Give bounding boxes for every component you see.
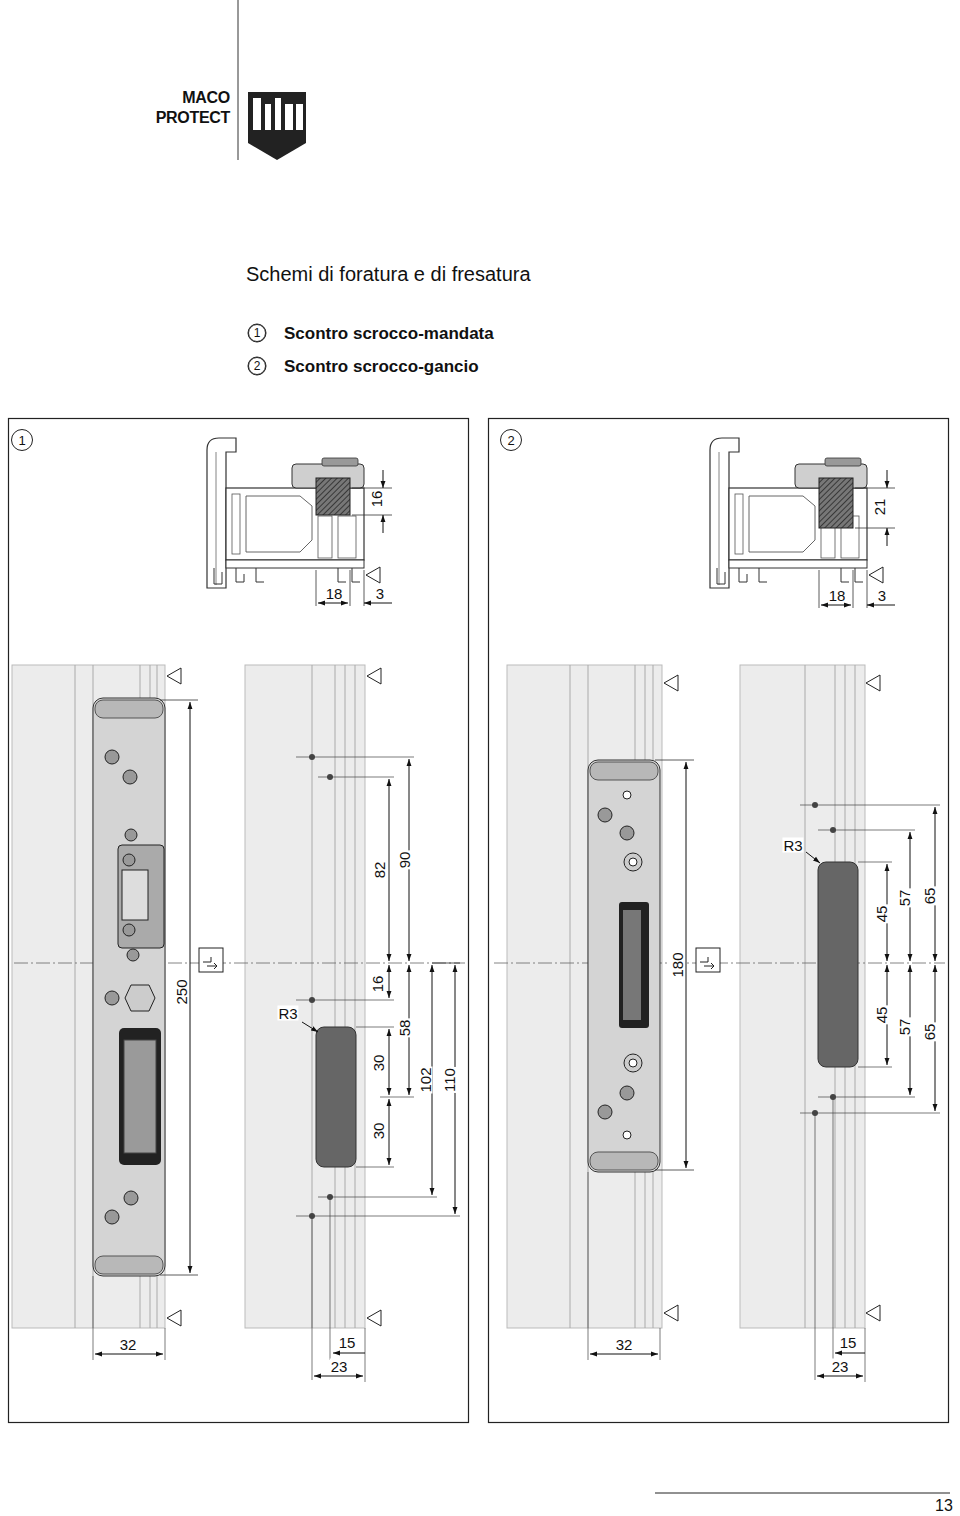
dimension-label: 32	[615, 1337, 634, 1352]
dimension-label: 16	[370, 975, 385, 994]
dimension-label: 32	[119, 1337, 138, 1352]
dimension-label: 65	[922, 887, 937, 906]
dimension-label: 13	[934, 1498, 954, 1514]
dimension-label: 110	[442, 1067, 457, 1093]
dimension-label: 18	[325, 586, 344, 601]
callout-number: 2	[507, 434, 514, 447]
dimension-label: 23	[330, 1359, 349, 1374]
dimension-label: 15	[338, 1335, 357, 1350]
dimension-label: R3	[782, 838, 803, 853]
dimension-label: 21	[872, 498, 887, 517]
dimension-label: 57	[897, 889, 912, 908]
legend-text: Scontro scrocco-mandata	[283, 325, 495, 342]
callout-circle: 2	[500, 429, 522, 451]
dimension-label: 30	[371, 1122, 386, 1141]
brand-name: MACO PROTECT	[147, 88, 231, 128]
dimension-label: 250	[174, 978, 189, 1005]
page-title: Schemi di foratura e di fresatura	[246, 263, 531, 286]
callout-number: 1	[18, 434, 25, 447]
dimension-label: 102	[418, 1066, 433, 1093]
callout-number: 2	[254, 360, 261, 372]
dimension-label: 45	[874, 905, 889, 924]
dimension-label: 15	[839, 1335, 858, 1350]
dimension-label: 65	[922, 1023, 937, 1042]
callout-circle: 1	[248, 324, 266, 342]
dimension-label: 30	[371, 1054, 386, 1073]
dimension-label: 58	[397, 1019, 412, 1038]
dimension-label: R3	[277, 1006, 298, 1021]
dimension-label: 3	[375, 586, 385, 601]
dimension-label: 16	[369, 490, 384, 509]
dimension-label: 82	[372, 861, 387, 880]
legend-text: Scontro scrocco-gancio	[283, 358, 480, 375]
dimension-label: 3	[877, 588, 887, 603]
dimension-label: 57	[897, 1018, 912, 1037]
dimension-label: 23	[831, 1359, 850, 1374]
callout-circle: 1	[11, 429, 33, 451]
callout-circle: 2	[248, 357, 266, 375]
dimension-label: 180	[670, 951, 685, 978]
dimension-label: 90	[397, 851, 412, 870]
dimension-label: 18	[828, 588, 847, 603]
dimension-label: 45	[874, 1006, 889, 1025]
callout-number: 1	[254, 327, 261, 339]
